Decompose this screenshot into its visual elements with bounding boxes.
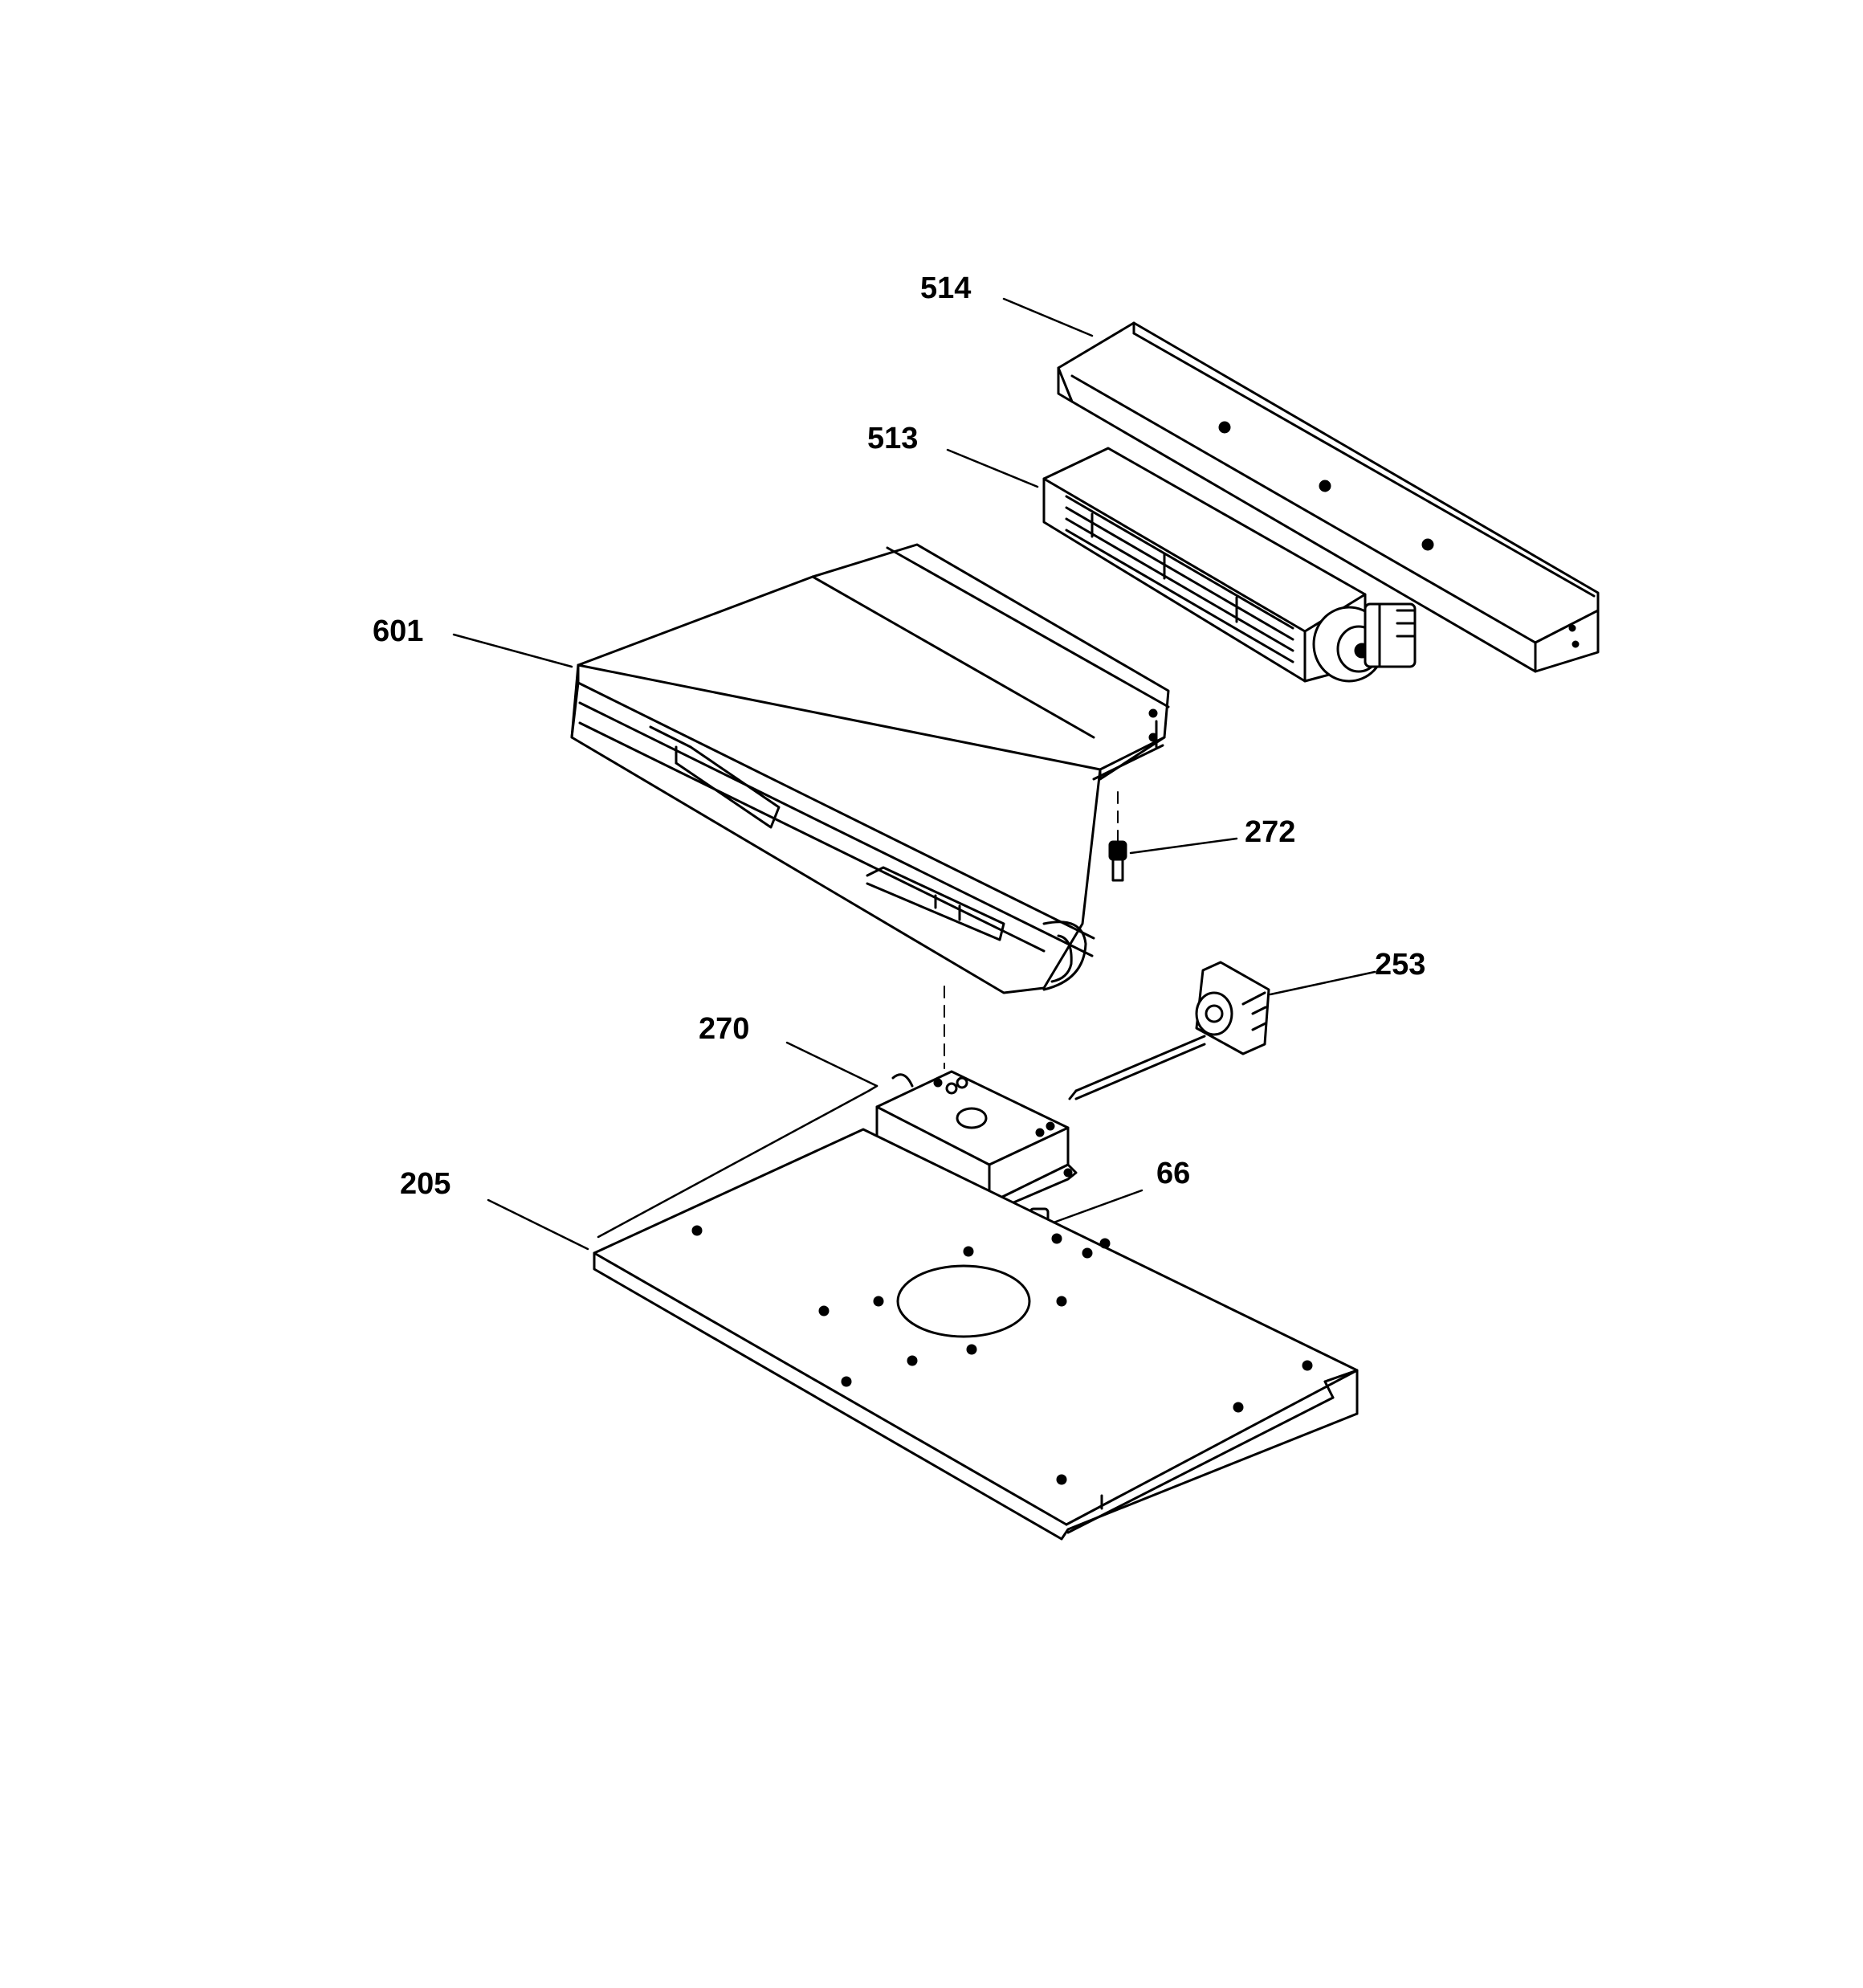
part-253-thermostat	[1068, 961, 1270, 1100]
part-513-blower	[1042, 447, 1417, 683]
part-label-513: 513	[867, 422, 919, 455]
part-label-205: 205	[400, 1167, 451, 1201]
part-label-272: 272	[1245, 815, 1296, 849]
part-label-66: 66	[1156, 1157, 1191, 1190]
part-205-base-plate	[593, 1128, 1359, 1541]
leader-lines	[452, 297, 1376, 1251]
part-label-253: 253	[1375, 948, 1426, 982]
part-514-bracket	[1057, 321, 1600, 673]
part-601-duct	[570, 543, 1170, 994]
part-label-270: 270	[699, 1012, 750, 1046]
part-272-fastener	[1108, 840, 1127, 882]
part-label-601: 601	[373, 614, 424, 648]
part-label-514: 514	[920, 271, 972, 305]
